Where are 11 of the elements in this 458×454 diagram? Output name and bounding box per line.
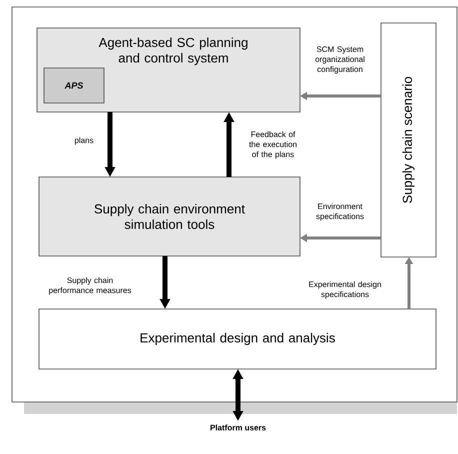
scenario-box: Supply chain scenario	[380, 22, 436, 258]
edge-label: Supply chain performance measures	[49, 277, 132, 295]
edge-label: Environment specifications	[316, 203, 364, 221]
edge-label: Feedback of the execution of the plans	[249, 131, 296, 159]
edge-label: Experimental design specifications	[309, 281, 381, 299]
edge-label: SCM System organizational configuration	[315, 46, 364, 74]
edge-label: plans	[74, 137, 94, 145]
process-box: APS	[44, 68, 104, 104]
process-box: Supply chain environment simulation tools	[38, 176, 300, 256]
process-box: Experimental design and analysis	[38, 308, 436, 370]
node-text: Platform users	[210, 424, 266, 430]
